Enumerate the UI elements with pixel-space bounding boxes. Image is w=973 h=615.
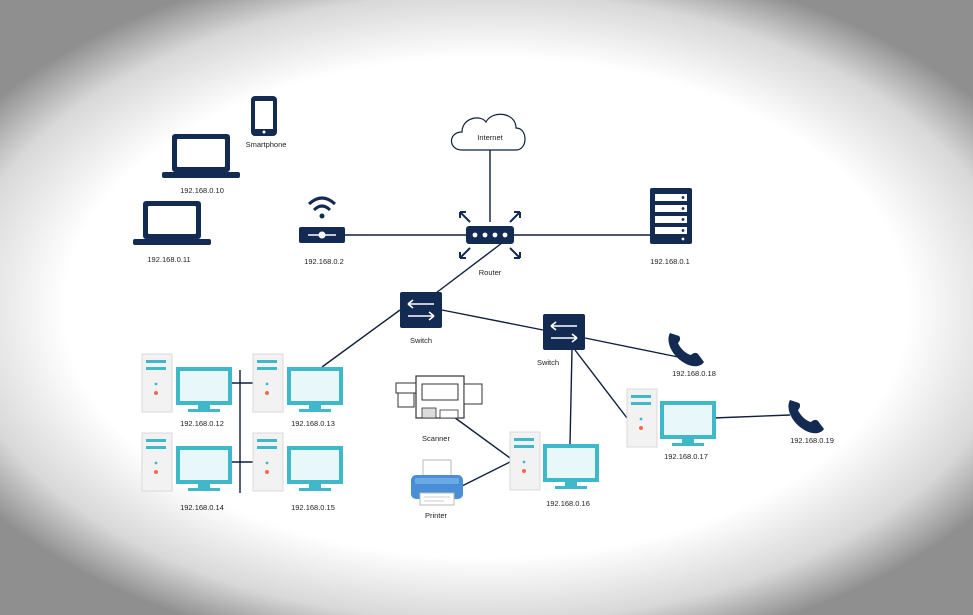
switch-1-label: Switch <box>410 336 432 345</box>
link-switch1-switch2 <box>441 309 544 331</box>
phone-icon <box>788 400 824 434</box>
printer-icon <box>411 459 463 506</box>
switch-node-2[interactable]: Switch <box>537 314 585 367</box>
pc-17-label: 192.168.0.17 <box>664 452 708 461</box>
scanner-icon <box>395 375 483 419</box>
server-rack-icon <box>650 188 692 244</box>
desktop-pc-icon <box>141 432 232 492</box>
link-switch2-phone18 <box>584 337 679 358</box>
laptop-icon <box>133 201 211 245</box>
switch-2-label: Switch <box>537 358 559 367</box>
pc-12-label: 192.168.0.12 <box>180 419 224 428</box>
smartphone-label: Smartphone <box>246 140 287 149</box>
router-icon <box>459 211 521 259</box>
pc-node-12[interactable]: 192.168.0.12 <box>141 353 232 428</box>
connections <box>230 150 791 493</box>
link-scanner-pc16 <box>446 411 511 459</box>
printer-node[interactable]: Printer <box>411 459 463 520</box>
link-switch2-pc16 <box>569 349 573 445</box>
pc-node-15[interactable]: 192.168.0.15 <box>252 432 343 512</box>
pc-16-label: 192.168.0.16 <box>546 499 590 508</box>
pc-14-label: 192.168.0.14 <box>180 503 224 512</box>
link-printer-pc16 <box>459 461 511 488</box>
internet-node[interactable]: Internet <box>450 113 526 151</box>
pc-13-label: 192.168.0.13 <box>291 419 335 428</box>
desktop-pc-icon <box>509 431 599 491</box>
scanner-label: Scanner <box>422 434 450 443</box>
pc-node-14[interactable]: 192.168.0.14 <box>141 432 232 512</box>
phone-18-label: 192.168.0.18 <box>672 369 716 378</box>
laptop-icon <box>162 134 240 178</box>
laptop-node-2[interactable]: 192.168.0.11 <box>133 201 211 264</box>
pc-node-16[interactable]: 192.168.0.16 <box>509 431 599 508</box>
link-switch2-pc17 <box>574 349 628 419</box>
smartphone-icon <box>251 96 277 136</box>
desktop-pc-icon <box>252 353 343 413</box>
cloud-icon <box>450 113 526 151</box>
desktop-pc-icon <box>626 388 716 448</box>
pc-15-label: 192.168.0.15 <box>291 503 335 512</box>
laptop-node-1[interactable]: 192.168.0.10 <box>162 134 240 195</box>
switch-icon <box>400 292 442 328</box>
wifi-ap-label: 192.168.0.2 <box>304 257 344 266</box>
wifi-ap-node[interactable]: 192.168.0.2 <box>299 196 345 266</box>
desktop-pc-icon <box>141 353 232 413</box>
scanner-node[interactable]: Scanner <box>395 375 483 443</box>
laptop-2-label: 192.168.0.11 <box>147 255 190 264</box>
phone-19-label: 192.168.0.19 <box>790 436 834 445</box>
link-switch1-pc13 <box>321 309 401 368</box>
wifi-icon <box>299 196 345 243</box>
pc-node-17[interactable]: 192.168.0.17 <box>626 388 716 461</box>
router-label: Router <box>479 268 502 277</box>
pc-node-13[interactable]: 192.168.0.13 <box>252 353 343 428</box>
phone-node-18[interactable]: 192.168.0.18 <box>668 333 716 378</box>
phone-icon <box>668 333 704 367</box>
printer-label: Printer <box>425 511 448 520</box>
link-pc17-phone19 <box>712 414 791 419</box>
link-router-switch1 <box>431 242 503 297</box>
router-node[interactable]: Router <box>459 211 521 277</box>
server-node[interactable]: 192.168.0.1 <box>650 188 692 266</box>
switch-node-1[interactable]: Switch <box>400 292 442 345</box>
server-label: 192.168.0.1 <box>650 257 690 266</box>
phone-node-19[interactable]: 192.168.0.19 <box>788 400 834 445</box>
internet-label: Internet <box>477 133 503 142</box>
laptop-1-label: 192.168.0.10 <box>180 186 224 195</box>
smartphone-node[interactable]: Smartphone <box>246 96 287 149</box>
switch-icon <box>543 314 585 350</box>
desktop-pc-icon <box>252 432 343 492</box>
